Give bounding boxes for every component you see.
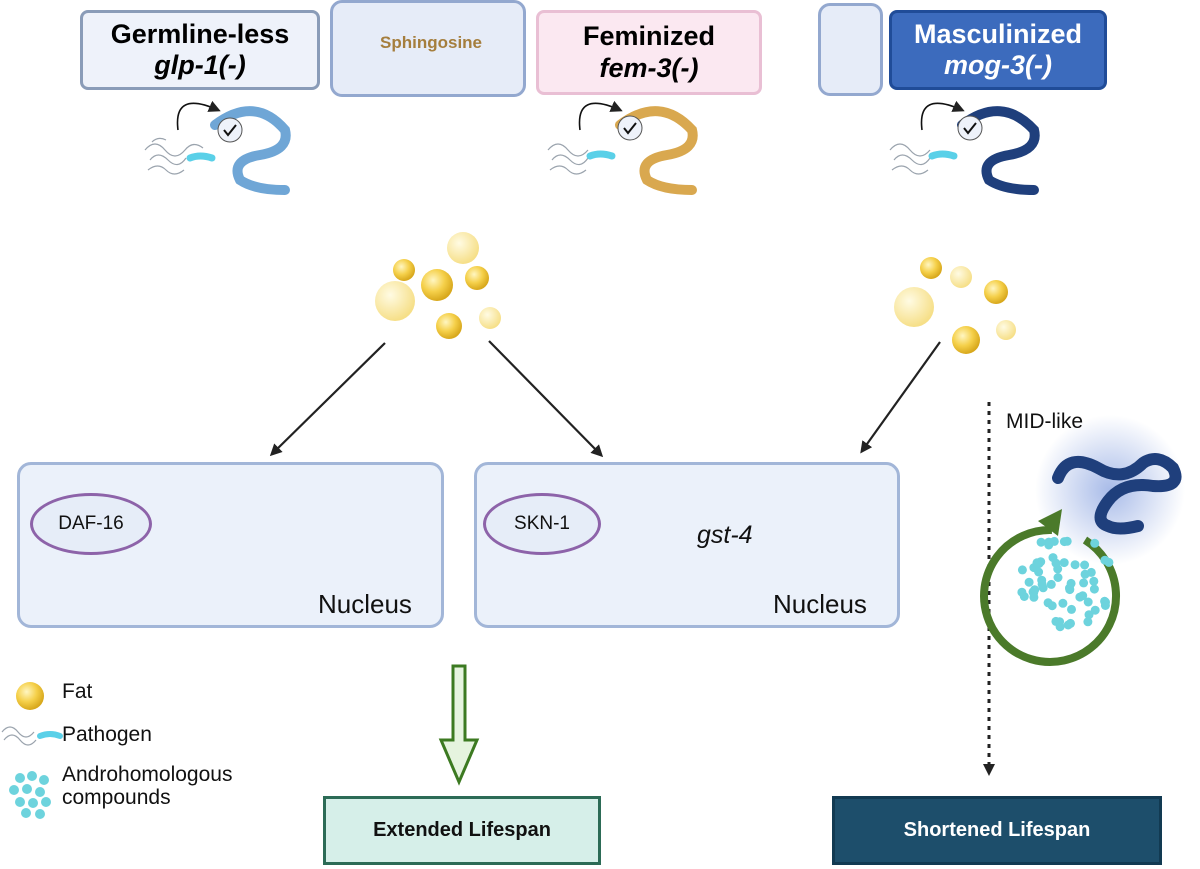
legend-pathogen-label: Pathogen xyxy=(62,723,152,746)
andro-dot xyxy=(1080,560,1090,570)
andro-dot xyxy=(1047,601,1057,611)
cycle-arrow-icon xyxy=(980,509,1121,666)
andro-dot xyxy=(1049,536,1059,546)
pathogen-icon xyxy=(547,143,589,175)
andro-dot xyxy=(1058,598,1068,608)
fat-droplet-icon xyxy=(894,257,1016,354)
pathogen-icon xyxy=(889,143,931,175)
andro-dot xyxy=(1046,579,1056,589)
andro-dot xyxy=(1055,622,1065,632)
andro-dot xyxy=(1024,577,1034,587)
andro-dot xyxy=(1100,555,1110,565)
gene-label: gst-4 xyxy=(697,521,753,549)
strain-name: Germline-less xyxy=(110,18,290,49)
strain-genotype: mog-3(-) xyxy=(944,50,1052,80)
andro-dot xyxy=(1034,567,1044,577)
nucleus-panel-daf16: DAF-16 Nucleus xyxy=(17,462,444,628)
transcription-factor-daf16: DAF-16 xyxy=(30,493,152,555)
andro-dot xyxy=(1083,597,1093,607)
andro-dot xyxy=(1048,553,1058,563)
andro-dot xyxy=(1017,565,1027,575)
strain-name: Masculinized xyxy=(913,18,1083,49)
fat-droplet-icon xyxy=(375,232,501,339)
worm-icon xyxy=(144,100,291,195)
strain-box-germline-less: Germline-less glp-1(-) xyxy=(80,10,320,90)
outcome-extended-lifespan: Extended Lifespan xyxy=(323,796,601,865)
andro-dot xyxy=(1075,592,1085,602)
andro-dot xyxy=(1083,617,1093,627)
andro-dot xyxy=(1090,605,1100,615)
worm-icon xyxy=(547,100,698,195)
andro-dot xyxy=(1089,576,1099,586)
andro-compound-dots xyxy=(1017,536,1114,632)
sphingosine-label: Sphingosine xyxy=(380,33,482,52)
andro-dot xyxy=(1030,585,1040,595)
andro-dot xyxy=(1090,538,1100,548)
andro-dot xyxy=(1084,610,1094,620)
andro-dot xyxy=(1059,537,1069,547)
pathogen-icon xyxy=(144,137,204,175)
andro-dot xyxy=(1066,578,1076,588)
andro-dot xyxy=(1036,537,1046,547)
legend-fat-label: Fat xyxy=(62,680,93,703)
outcome-shortened-lifespan: Shortened Lifespan xyxy=(832,796,1162,865)
check-icon xyxy=(963,122,977,135)
andro-dot xyxy=(1037,579,1047,589)
pathogen-icon xyxy=(1,726,63,746)
andro-dot xyxy=(1053,573,1063,582)
legend-andro-label: Androhomologous compounds xyxy=(62,763,233,809)
andro-dot xyxy=(1086,567,1096,577)
strain-genotype: glp-1(-) xyxy=(154,50,246,80)
nucleus-panel-skn1: SKN-1 gst-4 Nucleus xyxy=(474,462,900,628)
andro-dot xyxy=(1066,618,1075,628)
strain-box-masculinized: Masculinized mog-3(-) xyxy=(889,10,1107,90)
andro-dot xyxy=(1067,604,1076,614)
check-icon xyxy=(223,124,237,137)
andro-dot xyxy=(1017,587,1027,597)
worm-icon xyxy=(889,100,1040,195)
transcription-factor-skn1: SKN-1 xyxy=(483,493,601,555)
strain-name: Feminized xyxy=(582,21,716,52)
strain-genotype: fem-3(-) xyxy=(599,52,699,83)
andro-dot xyxy=(1032,558,1042,568)
sphingosine-box: Sphingosine xyxy=(330,0,526,97)
nucleus-label: Nucleus xyxy=(773,589,867,619)
andro-dot xyxy=(1059,558,1069,568)
strain-box-feminized: Feminized fem-3(-) xyxy=(536,10,762,95)
andro-dot xyxy=(1100,601,1110,610)
fat-droplet-icon xyxy=(16,682,44,710)
mid-like-label: MID-like xyxy=(1006,410,1083,433)
andro-dot xyxy=(1070,560,1080,570)
sphingosine-up-box xyxy=(818,3,883,96)
nucleus-label: Nucleus xyxy=(318,589,412,619)
andro-legend-icon xyxy=(9,771,51,819)
check-icon xyxy=(623,122,637,135)
andro-dot xyxy=(1079,578,1089,588)
andro-dot xyxy=(1089,584,1099,594)
